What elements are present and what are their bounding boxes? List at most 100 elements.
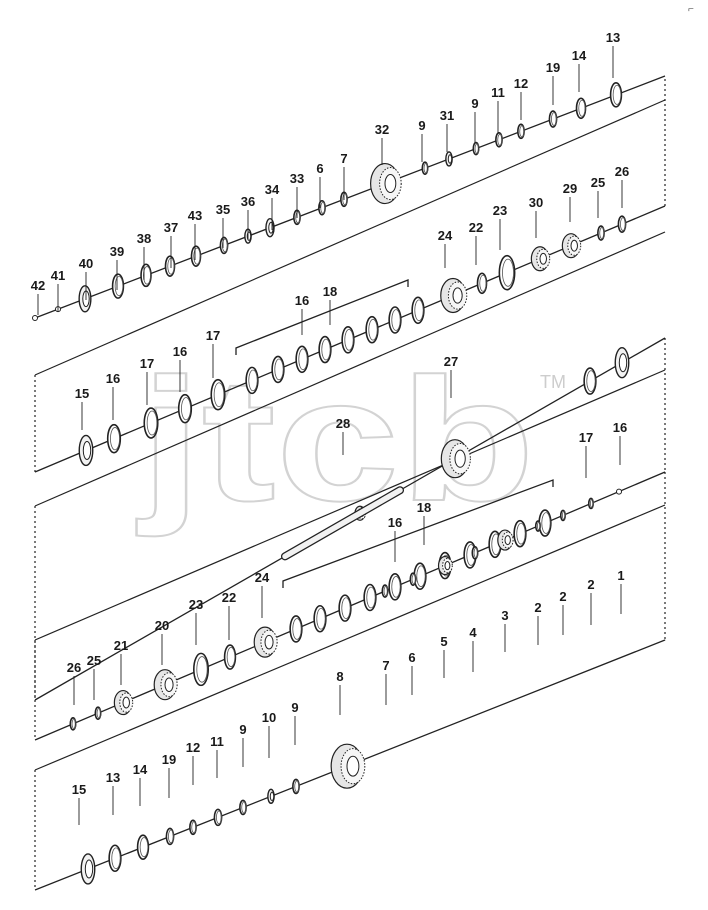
frame-edge (34, 369, 666, 641)
part-ring-inner (191, 821, 197, 834)
callout-label-31: 31 (440, 108, 454, 123)
frame-edge (34, 99, 666, 376)
part-ring-inner (222, 238, 228, 253)
callout-label-23: 23 (189, 597, 203, 612)
part-ring (108, 844, 122, 873)
callout-label-12: 12 (514, 76, 528, 91)
callout-label-29: 29 (563, 181, 577, 196)
part-ring-inner (519, 125, 525, 138)
part-washer-bore (82, 440, 92, 460)
part-ring (363, 583, 377, 612)
part-ring-inner (423, 162, 429, 174)
part-ring-inner (241, 801, 247, 814)
part-ring (223, 644, 237, 670)
part-ring-inner (114, 276, 124, 297)
part-gear-bore (444, 561, 451, 571)
callout-label-19: 19 (162, 752, 176, 767)
part-washer-bore (447, 154, 453, 164)
callout-label-17: 17 (206, 328, 220, 343)
part-ring (136, 834, 150, 860)
part-ring-inner (541, 512, 551, 534)
part-ring-inner (216, 810, 222, 825)
part-ring (106, 423, 122, 454)
part-washer-bore (618, 353, 628, 373)
callout-label-42: 42 (31, 278, 45, 293)
part-ring (190, 245, 202, 267)
part-ring (271, 355, 285, 384)
callout-label-28: 28 (336, 416, 350, 431)
callout-label-18: 18 (417, 500, 431, 515)
part-ring (177, 393, 193, 424)
part-ring (341, 326, 355, 354)
callout-label-43: 43 (188, 208, 202, 223)
part-gear-bore (504, 535, 511, 546)
callout-label-17: 17 (579, 430, 593, 445)
part-ring-inner (181, 397, 191, 421)
callout-label-19: 19 (546, 60, 560, 75)
callout-label-2: 2 (559, 589, 566, 604)
callout-label-25: 25 (87, 653, 101, 668)
part-ring-inner (292, 618, 302, 640)
callout-label-6: 6 (408, 650, 415, 665)
part-ring-inner (516, 522, 526, 545)
part-ring-inner (196, 656, 208, 683)
callout-label-33: 33 (290, 171, 304, 186)
callout-label-15: 15 (75, 386, 89, 401)
part-ring-inner (111, 847, 121, 870)
callout-label-6: 6 (316, 161, 323, 176)
part-ring-inner (416, 565, 426, 588)
part-ring-inner (71, 718, 77, 730)
part-ring (164, 255, 176, 277)
callout-label-20: 20 (155, 618, 169, 633)
part-ring-inner (143, 266, 151, 285)
part-ring-inner (502, 258, 514, 287)
part-ring (313, 604, 327, 633)
frame-edge (34, 504, 666, 771)
part-ring-inner (589, 499, 595, 508)
callout-label-41: 41 (51, 268, 65, 283)
part-ring (289, 615, 303, 643)
part-gear-bore (346, 755, 360, 777)
callout-label-24: 24 (255, 570, 270, 585)
part-ring-inner (414, 299, 424, 322)
callout-label-27: 27 (444, 354, 458, 369)
callout-label-26: 26 (67, 660, 81, 675)
callout-label-13: 13 (106, 770, 120, 785)
frame-axis-line (34, 75, 666, 319)
part-gear-bore (454, 449, 466, 468)
callout-label-38: 38 (137, 231, 151, 246)
callout-label-5: 5 (440, 634, 447, 649)
parts-layer (32, 82, 630, 885)
callout-label-14: 14 (133, 762, 148, 777)
shaft-highlight (282, 487, 403, 560)
part-ring-inner (612, 84, 622, 105)
callout-label-21: 21 (114, 638, 128, 653)
callout-label-30: 30 (529, 195, 543, 210)
callout-label-3: 3 (501, 608, 508, 623)
corner-mark: ⌐ (688, 4, 694, 15)
part-ring (583, 367, 597, 395)
part-ring (295, 345, 309, 374)
part-ring (365, 315, 379, 344)
callout-label-35: 35 (216, 202, 230, 217)
part-ring-inner (248, 369, 258, 392)
part-ring-inner (536, 521, 542, 531)
part-ring (111, 273, 125, 299)
part-ring-inner (321, 338, 331, 361)
callout-label-18: 18 (323, 284, 337, 299)
part-ring-inner (391, 309, 401, 331)
stack-bracket (235, 279, 409, 355)
part-ring (388, 573, 402, 601)
part-washer-bore (269, 791, 275, 802)
callout-label-15: 15 (72, 782, 86, 797)
part-ring-inner (479, 274, 487, 292)
part-ring-inner (473, 547, 479, 559)
part-ring-inner (411, 574, 417, 585)
part-ring-inner (551, 112, 557, 126)
callout-label-13: 13 (606, 30, 620, 45)
part-ring (245, 366, 259, 395)
callout-label-9: 9 (291, 700, 298, 715)
part-gear-bore (570, 239, 578, 252)
part-ring (538, 509, 552, 537)
